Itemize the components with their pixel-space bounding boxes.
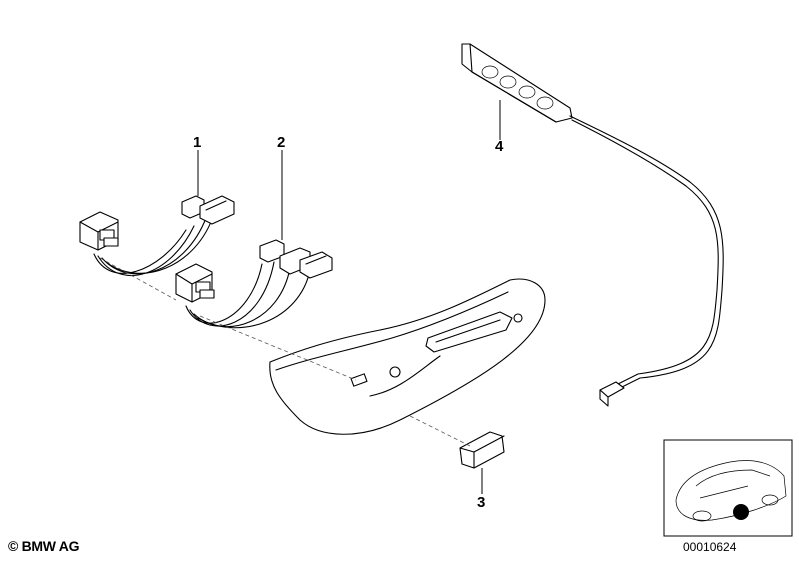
callout-2: 2 [277,134,286,151]
callout-1: 1 [193,134,202,151]
light-strip-part-4 [461,43,724,407]
seat-side-trim-panel [269,278,546,435]
vehicle-location-inset [663,439,793,537]
wiring-harness-part-1 [79,195,235,277]
drawing-number: 00010624 [683,540,737,554]
copyright-label: © BMW AG [8,538,80,554]
callout-4: 4 [495,138,504,155]
callout-3: 3 [477,494,486,511]
car-outline-icon [675,460,787,522]
wiring-harness-part-2 [175,239,333,329]
location-marker-icon [733,504,749,520]
switch-cap-part-3 [459,431,505,469]
